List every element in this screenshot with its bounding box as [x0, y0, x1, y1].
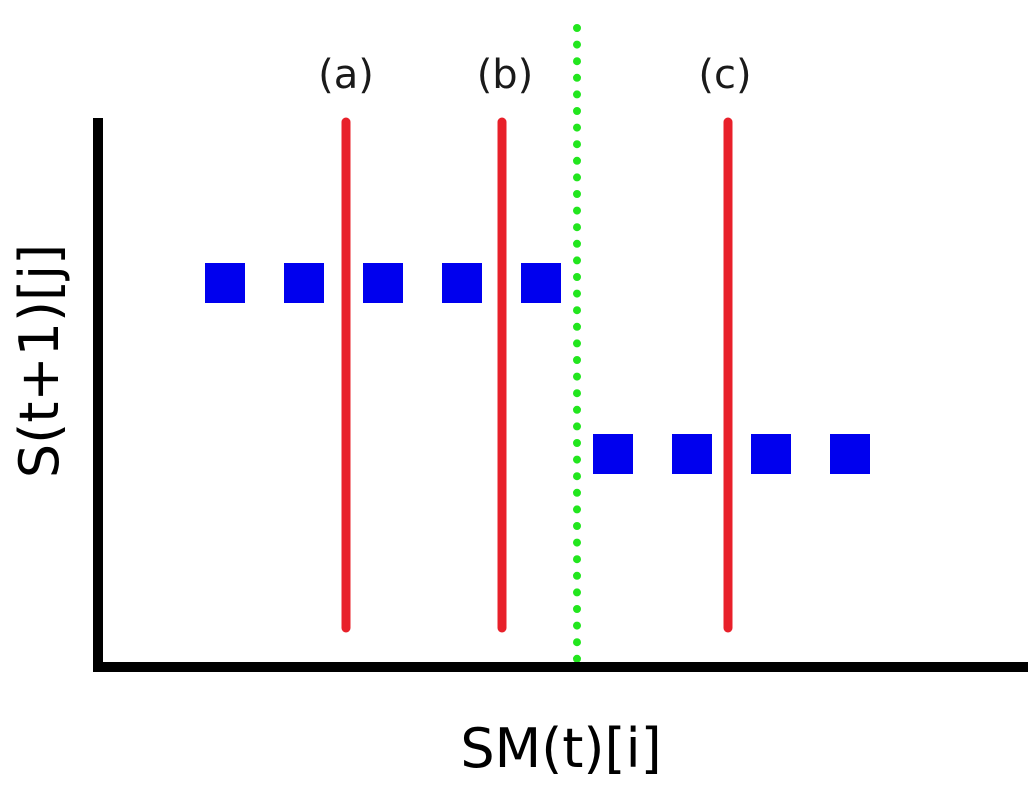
level-marker [672, 434, 712, 474]
level-marker [521, 263, 561, 303]
level-marker [284, 263, 324, 303]
level-marker [363, 263, 403, 303]
step-level-high [205, 263, 561, 303]
threshold-label-c: (c) [698, 52, 751, 98]
threshold-label-b: (b) [477, 52, 534, 98]
level-marker [751, 434, 791, 474]
threshold-label-a: (a) [318, 52, 374, 98]
level-marker [593, 434, 633, 474]
y-axis-label: S(t+1)[j] [8, 244, 71, 478]
level-marker [442, 263, 482, 303]
level-marker [830, 434, 870, 474]
step-level-low [593, 434, 870, 474]
x-axis-label: SM(t)[i] [460, 717, 661, 780]
level-marker [205, 263, 245, 303]
